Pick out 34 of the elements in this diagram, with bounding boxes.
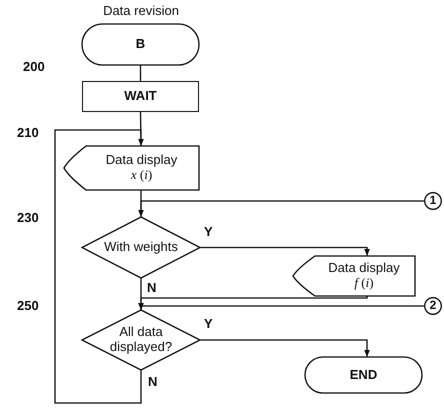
node-text: With weights [104,240,178,255]
node-text: WAIT [124,89,157,104]
node-text: 1 [430,194,436,208]
terminal-box [305,357,422,393]
decision-diamond [82,217,200,278]
chart-title: Data revision [102,3,180,18]
edge-label: Y [204,316,213,331]
node-text: B [136,37,146,52]
node-text: f (i) [354,276,374,291]
edge-label: N [147,280,156,295]
arrow [200,339,370,357]
step-number: 250 [17,298,39,313]
arrow [200,246,370,256]
node-text: x (i) [130,168,152,183]
connector-circle [424,297,442,315]
node-text: 2 [430,299,436,313]
arrow [138,200,424,217]
terminal-box [82,24,199,65]
edge-label: N [148,374,158,389]
arrow [138,303,424,310]
node-text: All data displayed? [108,325,174,355]
arrow [54,129,144,404]
edge-label: Y [204,224,213,239]
node-text: Data display [106,153,178,168]
decision-diamond [82,310,200,370]
step-number: 210 [17,125,39,140]
node-text: END [350,368,378,382]
node-text: Data display [328,261,400,276]
connector-circle [424,192,442,210]
process-box [82,81,199,112]
display-box [64,146,199,190]
step-number: 200 [23,59,45,74]
step-number: 230 [17,210,39,225]
display-box [293,256,415,296]
